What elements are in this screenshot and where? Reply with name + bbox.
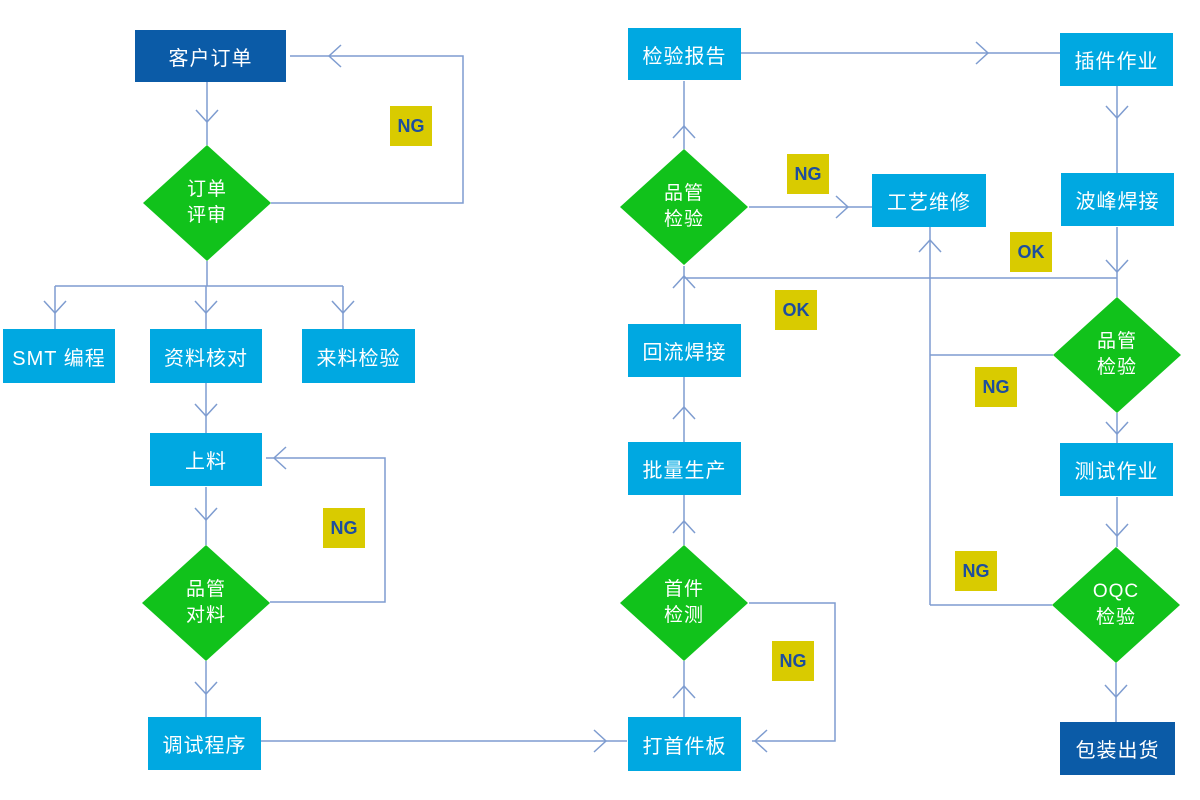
node-data-check: 资料核对 <box>150 329 262 383</box>
edge-first-board-to-first-article-inspection <box>672 661 696 717</box>
edge-first-article-ng-to-first-board <box>749 602 836 753</box>
edge-test-operation-to-oqc-inspection <box>1105 497 1129 547</box>
edge-customer-order-to-order-review <box>195 82 219 145</box>
node-incoming-inspection: 来料检验 <box>302 329 415 383</box>
node-through-hole-assembly: 插件作业 <box>1060 33 1173 86</box>
tag-ng-oqc-inspection: NG <box>955 551 997 591</box>
tag-ng-qc-material-check: NG <box>323 508 365 548</box>
tag-ng-qc-inspection-reflow: NG <box>787 154 829 194</box>
edge-ng-returns-to-process-repair <box>918 227 1053 606</box>
edge-order-review-to-branches <box>43 261 355 329</box>
tag-ng-first-article-inspection: NG <box>772 641 814 681</box>
node-packing-shipping: 包装出货 <box>1060 722 1175 775</box>
node-wave-soldering: 波峰焊接 <box>1061 173 1174 226</box>
node-test-operation: 测试作业 <box>1060 443 1173 496</box>
node-mass-production: 批量生产 <box>628 442 741 495</box>
node-debug-program: 调试程序 <box>148 717 261 770</box>
edge-qc-material-check-ng-to-material-loading <box>266 446 386 603</box>
node-smt-programming: SMT 编程 <box>3 329 115 383</box>
edge-debug-program-to-first-board <box>261 729 627 753</box>
edge-inspection-report-to-through-hole-assembly <box>741 41 1060 65</box>
edge-order-review-ng-to-customer-order <box>271 44 464 204</box>
node-customer-order: 客户订单 <box>135 30 286 82</box>
node-material-loading: 上料 <box>150 433 262 486</box>
edge-wave-soldering-to-qc-inspection-wave <box>1105 227 1129 297</box>
edge-qc-inspection-reflow-to-inspection-report <box>672 81 696 149</box>
edge-through-hole-assembly-to-wave-soldering <box>1105 86 1129 173</box>
node-reflow-soldering: 回流焊接 <box>628 324 741 377</box>
edge-qc-inspection-wave-to-test-operation <box>1105 413 1129 443</box>
node-inspection-report: 检验报告 <box>628 28 741 80</box>
tag-ok-reflow-line: OK <box>775 290 817 330</box>
edge-reflow-soldering-to-qc-inspection-reflow <box>672 266 696 324</box>
tag-ng-qc-inspection-wave: NG <box>975 367 1017 407</box>
node-first-board: 打首件板 <box>628 717 741 771</box>
edge-mass-production-to-reflow-soldering <box>672 377 696 442</box>
tag-ng-order-review: NG <box>390 106 432 146</box>
edge-qc-material-check-to-debug-program <box>194 661 218 717</box>
edge-material-loading-to-qc-material-check <box>194 487 218 545</box>
edge-oqc-inspection-to-packing-shipping <box>1104 663 1128 722</box>
edge-data-check-to-material-loading <box>194 383 218 433</box>
tag-ok-wave-line: OK <box>1010 232 1052 272</box>
node-process-repair: 工艺维修 <box>872 174 986 227</box>
edge-qc-inspection-reflow-ng-to-process-repair <box>749 195 872 219</box>
edge-first-article-to-mass-production <box>672 495 696 545</box>
